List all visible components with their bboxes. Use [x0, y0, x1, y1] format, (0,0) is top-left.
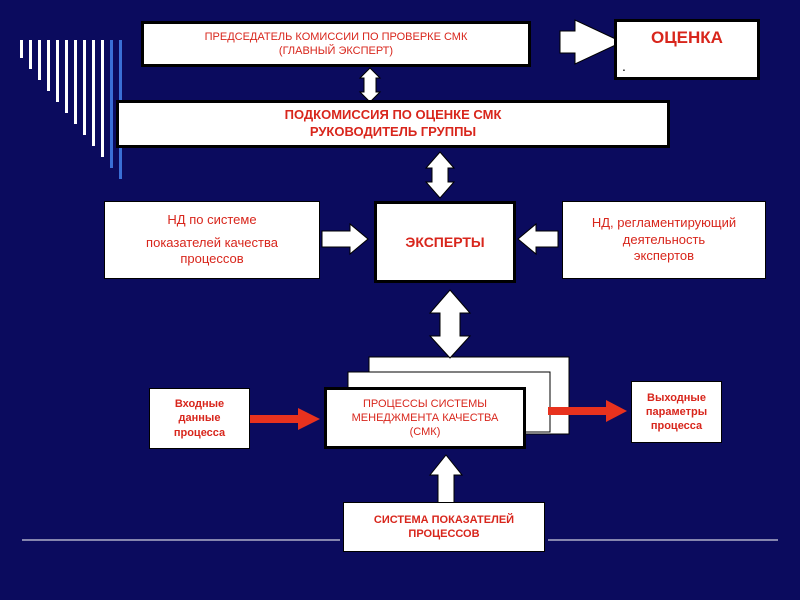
input-data-line1: Входные — [174, 398, 225, 411]
chairman-line1: ПРЕДСЕДАТЕЛЬ КОМИССИИ ПО ПРОВЕРКЕ СМК — [204, 30, 468, 43]
nd-indicators-line2: показателей качества — [146, 234, 278, 250]
assessment-label: ОЦЕНКА — [651, 28, 723, 47]
nd-indicators-line3: процессов — [180, 251, 244, 267]
indicator-system-line1: СИСТЕМА ПОКАЗАТЕЛЕЙ — [373, 513, 515, 526]
output-params-box: Выходные параметры процесса — [631, 381, 722, 443]
arrow-nd-regulating-to-experts — [517, 222, 559, 256]
output-params-line1: Выходные — [647, 391, 706, 404]
processes-line1: ПРОЦЕССЫ СИСТЕМЫ — [362, 397, 488, 410]
stripe — [47, 40, 50, 91]
processes-line2: МЕНЕДЖМЕНТА КАЧЕСТВА — [351, 411, 499, 424]
nd-regulating-box: НД, регламентирующий деятельность экспер… — [562, 201, 766, 279]
chairman-box: ПРЕДСЕДАТЕЛЬ КОМИССИИ ПО ПРОВЕРКЕ СМК (Г… — [141, 21, 531, 67]
input-data-line3: процесса — [173, 426, 226, 439]
arrow-chairman-subcommission — [358, 67, 382, 103]
subcommission-line1: ПОДКОМИССИЯ ПО ОЦЕНКЕ СМК — [284, 107, 502, 123]
nd-indicators-box: НД по системе показателей качества проце… — [104, 201, 320, 279]
assessment-dot: . — [622, 58, 626, 74]
stripe — [92, 40, 95, 146]
chairman-line2: (ГЛАВНЫЙ ЭКСПЕРТ) — [278, 45, 394, 57]
experts-box: ЭКСПЕРТЫ — [374, 201, 516, 283]
processes-line3: (СМК) — [409, 426, 441, 439]
arrow-subcommission-experts — [424, 151, 456, 199]
subcommission-line2: РУКОВОДИТЕЛЬ ГРУППЫ — [309, 124, 477, 139]
decorative-stripes — [20, 40, 122, 179]
stripe — [38, 40, 41, 80]
arrow-indicators-to-processes — [428, 454, 464, 505]
nd-regulating-line1: НД, регламентирующий — [591, 214, 737, 230]
subcommission-box: ПОДКОМИССИЯ ПО ОЦЕНКЕ СМК РУКОВОДИТЕЛЬ Г… — [116, 100, 670, 148]
output-params-line3: процесса — [650, 420, 703, 433]
input-data-box: Входные данные процесса — [149, 388, 250, 449]
stripe — [110, 40, 113, 168]
assessment-box: ОЦЕНКА . — [614, 19, 760, 80]
stripe — [65, 40, 68, 113]
arrow-processes-to-output — [548, 400, 627, 422]
stripe — [74, 40, 77, 124]
arrow-to-assessment — [559, 19, 624, 65]
experts-label: ЭКСПЕРТЫ — [405, 234, 485, 250]
processes-box: ПРОЦЕССЫ СИСТЕМЫ МЕНЕДЖМЕНТА КАЧЕСТВА (С… — [324, 387, 526, 449]
nd-regulating-line2: деятельность — [622, 231, 706, 247]
input-data-line2: данные — [178, 412, 221, 425]
stripe — [56, 40, 59, 102]
output-params-line2: параметры — [645, 405, 708, 418]
nd-indicators-line1: НД по системе — [167, 211, 257, 227]
arrow-input-to-processes — [248, 408, 320, 430]
stripe — [20, 40, 23, 58]
stripe — [29, 40, 32, 69]
indicator-system-box: СИСТЕМА ПОКАЗАТЕЛЕЙ ПРОЦЕССОВ — [343, 502, 545, 552]
arrow-nd-indicators-to-experts — [321, 222, 369, 256]
indicator-system-line2: ПРОЦЕССОВ — [408, 528, 480, 540]
nd-regulating-line3: экспертов — [633, 248, 695, 264]
stripe — [101, 40, 104, 157]
stripe — [83, 40, 86, 135]
arrow-experts-processes — [428, 289, 472, 359]
